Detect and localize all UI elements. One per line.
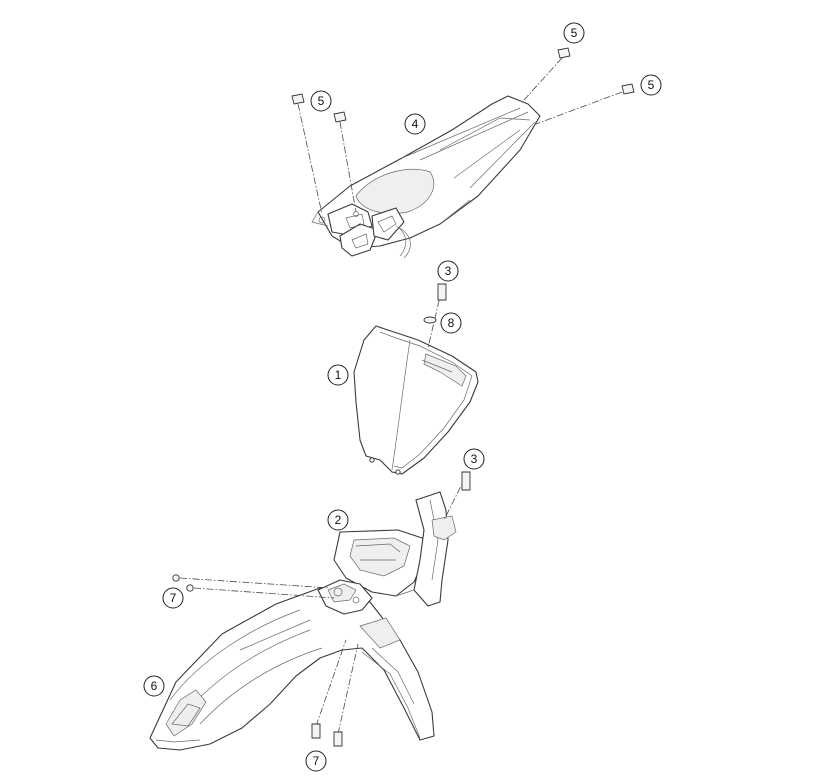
callout-3-upper-circle (437, 260, 459, 282)
callout-8-label: 8 (448, 316, 455, 330)
callout-1-label: 1 (335, 368, 342, 382)
callout-3-lower: 3 (463, 448, 485, 470)
callout-6-circle (143, 675, 165, 697)
callout-6-label: 6 (151, 679, 158, 693)
callout-5-right: 5 (640, 74, 662, 96)
number-plate-part (353, 325, 479, 475)
callout-7-bottom-label: 7 (313, 754, 320, 768)
callout-5-right-label: 5 (648, 78, 655, 92)
callout-5-left-circle (310, 90, 332, 112)
callout-5-right-circle (640, 74, 662, 96)
callout-8-circle (440, 312, 462, 334)
callout-6: 6 (143, 675, 165, 697)
callout-2-circle (327, 509, 349, 531)
callout-7-bottom: 7 (305, 750, 327, 772)
callout-5-left: 5 (310, 90, 332, 112)
callout-8: 8 (440, 312, 462, 334)
callout-5-top-circle (563, 22, 585, 44)
callout-4: 4 (404, 113, 426, 135)
callout-7-bottom-circle (305, 750, 327, 772)
callout-7-left-circle (162, 587, 184, 609)
callout-5-top: 5 (563, 22, 585, 44)
callout-2: 2 (327, 509, 349, 531)
callout-4-label: 4 (412, 117, 419, 131)
callout-3-upper-label: 3 (445, 264, 452, 278)
callout-7-left-label: 7 (170, 591, 177, 605)
callout-1-circle (327, 364, 349, 386)
callout-4-circle (404, 113, 426, 135)
callout-3-lower-circle (463, 448, 485, 470)
callout-3-upper: 3 (437, 260, 459, 282)
fastener-lines (172, 47, 635, 747)
headlight-bracket-part (333, 491, 457, 607)
callout-2-label: 2 (335, 513, 342, 527)
callout-3-lower-label: 3 (471, 452, 478, 466)
callout-5-left-label: 5 (318, 94, 325, 108)
callout-1: 1 (327, 364, 349, 386)
callout-7-left: 7 (162, 587, 184, 609)
front-fender-part (149, 579, 435, 751)
callout-5-top-label: 5 (571, 26, 578, 40)
rear-fender-part (311, 95, 541, 259)
